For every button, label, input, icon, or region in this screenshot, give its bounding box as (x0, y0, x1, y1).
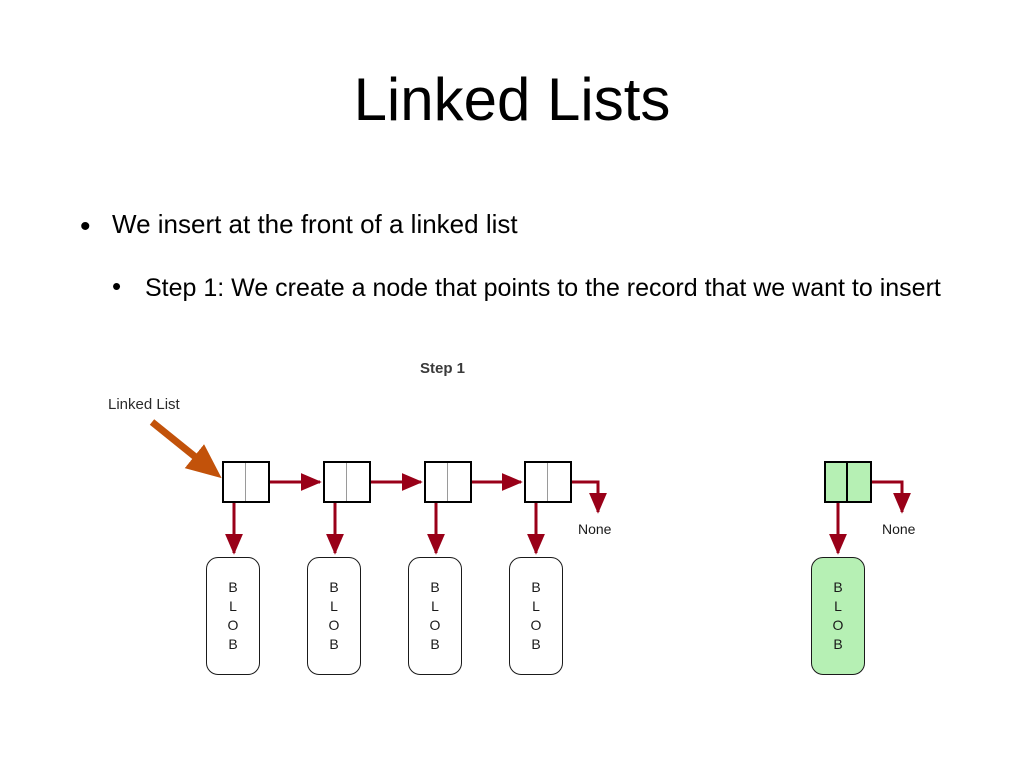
bullet-level-2: • Step 1: We create a node that points t… (112, 270, 942, 308)
node-data-cell (426, 463, 448, 501)
blob-record-3[interactable]: B L O B (408, 557, 462, 675)
node-data-cell (224, 463, 246, 501)
bullet-level-2-text: Step 1: We create a node that points to … (145, 274, 941, 302)
blob-letter: B (329, 579, 339, 596)
page-title: Linked Lists (353, 66, 671, 133)
diagram-linked-list-label: Linked List (108, 396, 180, 413)
blob-letter: O (530, 617, 542, 633)
node-data-cell (325, 463, 347, 501)
diagram-step-label: Step 1 (420, 360, 466, 377)
blob-record-2[interactable]: B L O B (307, 557, 361, 675)
diagram-none-label-right: None (882, 521, 916, 537)
none-pointer-arrow-right (862, 480, 911, 514)
blob-record-new[interactable]: B L O B (811, 557, 865, 675)
blob-letter: L (229, 598, 237, 615)
bullet-level-1-text: We insert at the front of a linked list (112, 209, 518, 239)
list-node-1[interactable] (222, 461, 270, 503)
list-node-4[interactable] (524, 461, 572, 503)
blob-letter: O (227, 617, 239, 633)
blob-letter: B (430, 579, 440, 596)
sub-bullet-dot-icon: • (112, 271, 122, 301)
node-data-cell (526, 463, 548, 501)
blob-letter: B (531, 635, 541, 652)
linked-list-callout-arrow (149, 419, 222, 479)
blob-letter: B (531, 579, 541, 596)
blob-letter: B (228, 635, 238, 652)
blob-letter: B (228, 579, 238, 596)
none-pointer-arrow-left (560, 480, 607, 514)
node-next-cell (548, 463, 570, 501)
node-data-cell (826, 463, 848, 501)
blob-letter: B (329, 635, 339, 652)
bullet-level-1: • We insert at the front of a linked lis… (80, 208, 960, 242)
node-next-cell (246, 463, 268, 501)
linked-list-diagram: Step 1 Linked List None None (0, 350, 1024, 690)
blob-letter: L (834, 598, 842, 615)
blob-letter: B (833, 579, 843, 596)
diagram-none-label-left: None (578, 521, 612, 537)
blob-letter: O (429, 617, 441, 633)
node-next-cell (448, 463, 470, 501)
blob-letter: L (431, 598, 439, 615)
blob-letter: B (833, 635, 843, 652)
blob-letter: O (328, 617, 340, 633)
list-node-3[interactable] (424, 461, 472, 503)
node-next-cell (347, 463, 369, 501)
blob-record-4[interactable]: B L O B (509, 557, 563, 675)
blob-letter: O (832, 617, 844, 633)
blob-letter: B (430, 635, 440, 652)
node-next-cell (848, 463, 870, 501)
blob-letter: L (330, 598, 338, 615)
blob-record-1[interactable]: B L O B (206, 557, 260, 675)
list-node-2[interactable] (323, 461, 371, 503)
bullet-dot-icon: • (80, 210, 91, 243)
blob-letter: L (532, 598, 540, 615)
new-list-node[interactable] (824, 461, 872, 503)
